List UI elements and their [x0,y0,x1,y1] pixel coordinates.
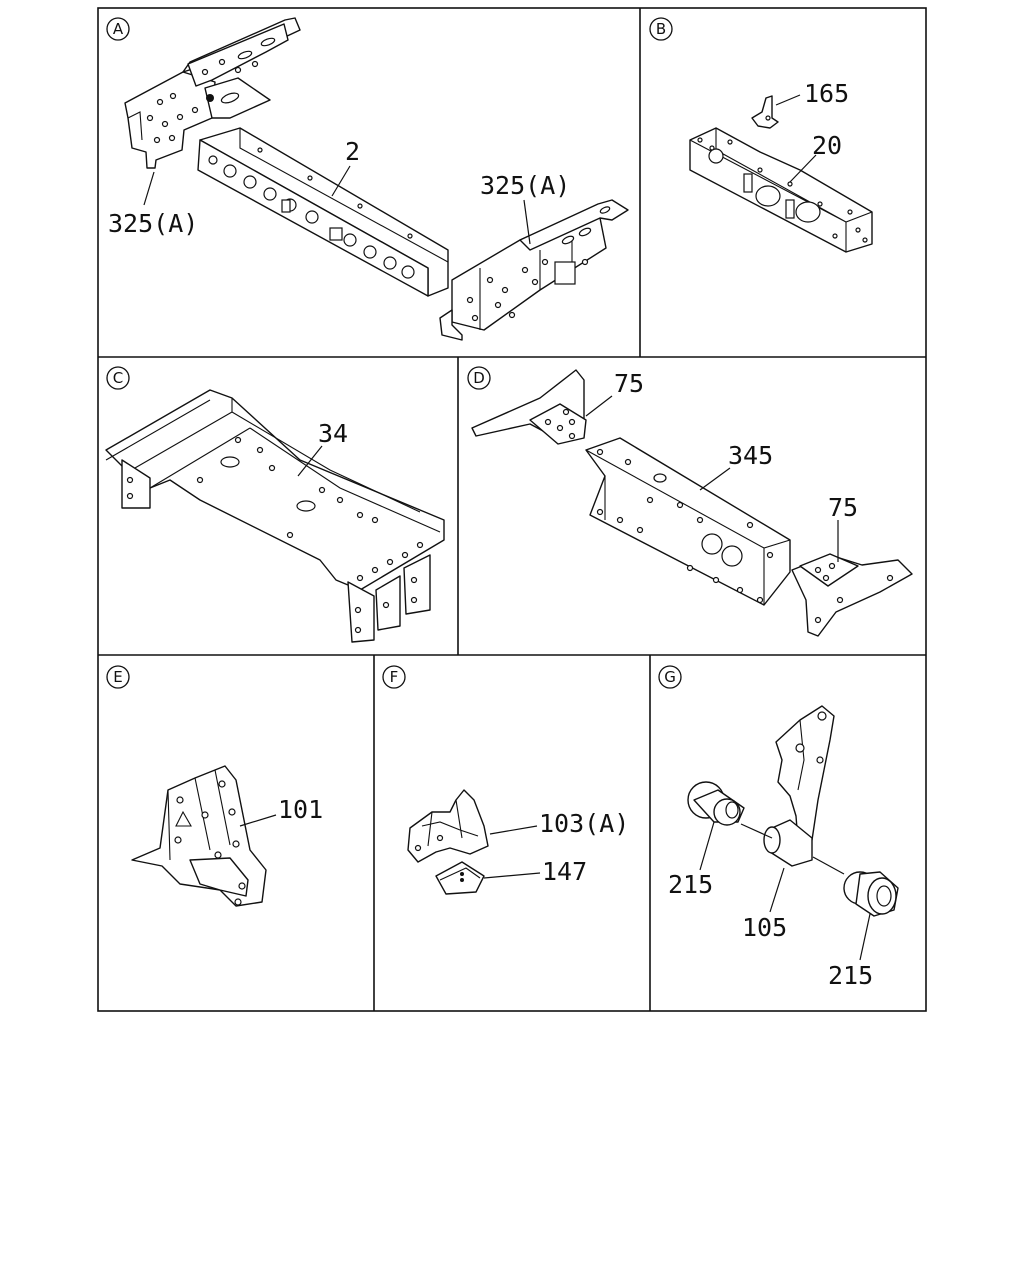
panel-c: C 34 [105,366,445,643]
panel-g-badge: G [658,665,682,689]
part-2-crossmember [197,127,449,297]
panel-f-letter: F [390,668,399,686]
panel-g-letter: G [664,668,676,686]
label-75-upper: 75 [614,369,644,398]
panel-d-letter: D [473,369,485,387]
label-165: 165 [804,79,849,108]
part-345-crossmember [585,437,791,606]
panel-b-badge: B [649,17,673,41]
part-105-hanger [763,705,835,867]
part-325a-right-bracket [439,199,629,341]
panel-b-letter: B [656,20,666,38]
part-147-bracket [435,861,485,895]
label-105: 105 [742,913,787,942]
label-75-lower: 75 [828,493,858,522]
part-75-lower-bracket [791,553,913,637]
panel-d: D 75 [467,366,913,637]
label-147: 147 [542,857,587,886]
outer-frame [97,7,927,1012]
label-345: 345 [728,441,773,470]
part-75-upper-bracket [471,369,587,445]
part-34-crossmember [105,389,445,643]
part-20-crossmember [689,127,873,253]
label-20: 20 [812,131,842,160]
panel-f: F 103(A) 147 [382,665,629,895]
label-101: 101 [278,795,323,824]
part-325a-left-bracket [124,17,301,169]
part-215-bushing-left [687,781,745,826]
part-215-bushing-right [843,871,899,917]
label-325a-right: 325(A) [480,171,570,200]
part-103a-bracket [407,789,489,863]
panel-g: G 215 105 215 [658,665,899,990]
panel-c-letter: C [113,369,123,387]
part-101-bracket [131,765,267,907]
label-2: 2 [345,137,360,166]
panel-grid [97,7,927,1012]
label-215-right: 215 [828,961,873,990]
panel-e-badge: E [106,665,130,689]
panel-a: A [106,17,629,341]
label-215-left: 215 [668,870,713,899]
panel-e: E 101 [106,665,323,907]
panel-e-letter: E [113,668,122,686]
panel-a-badge: A [106,17,130,41]
label-34: 34 [318,419,348,448]
panel-c-badge: C [106,366,130,390]
label-103a: 103(A) [539,809,629,838]
part-165-bracket [751,95,779,129]
panel-f-badge: F [382,665,406,689]
panel-b: B 165 20 [649,17,873,253]
panel-d-badge: D [467,366,491,390]
label-325a-left: 325(A) [108,209,198,238]
panel-a-letter: A [113,20,124,38]
